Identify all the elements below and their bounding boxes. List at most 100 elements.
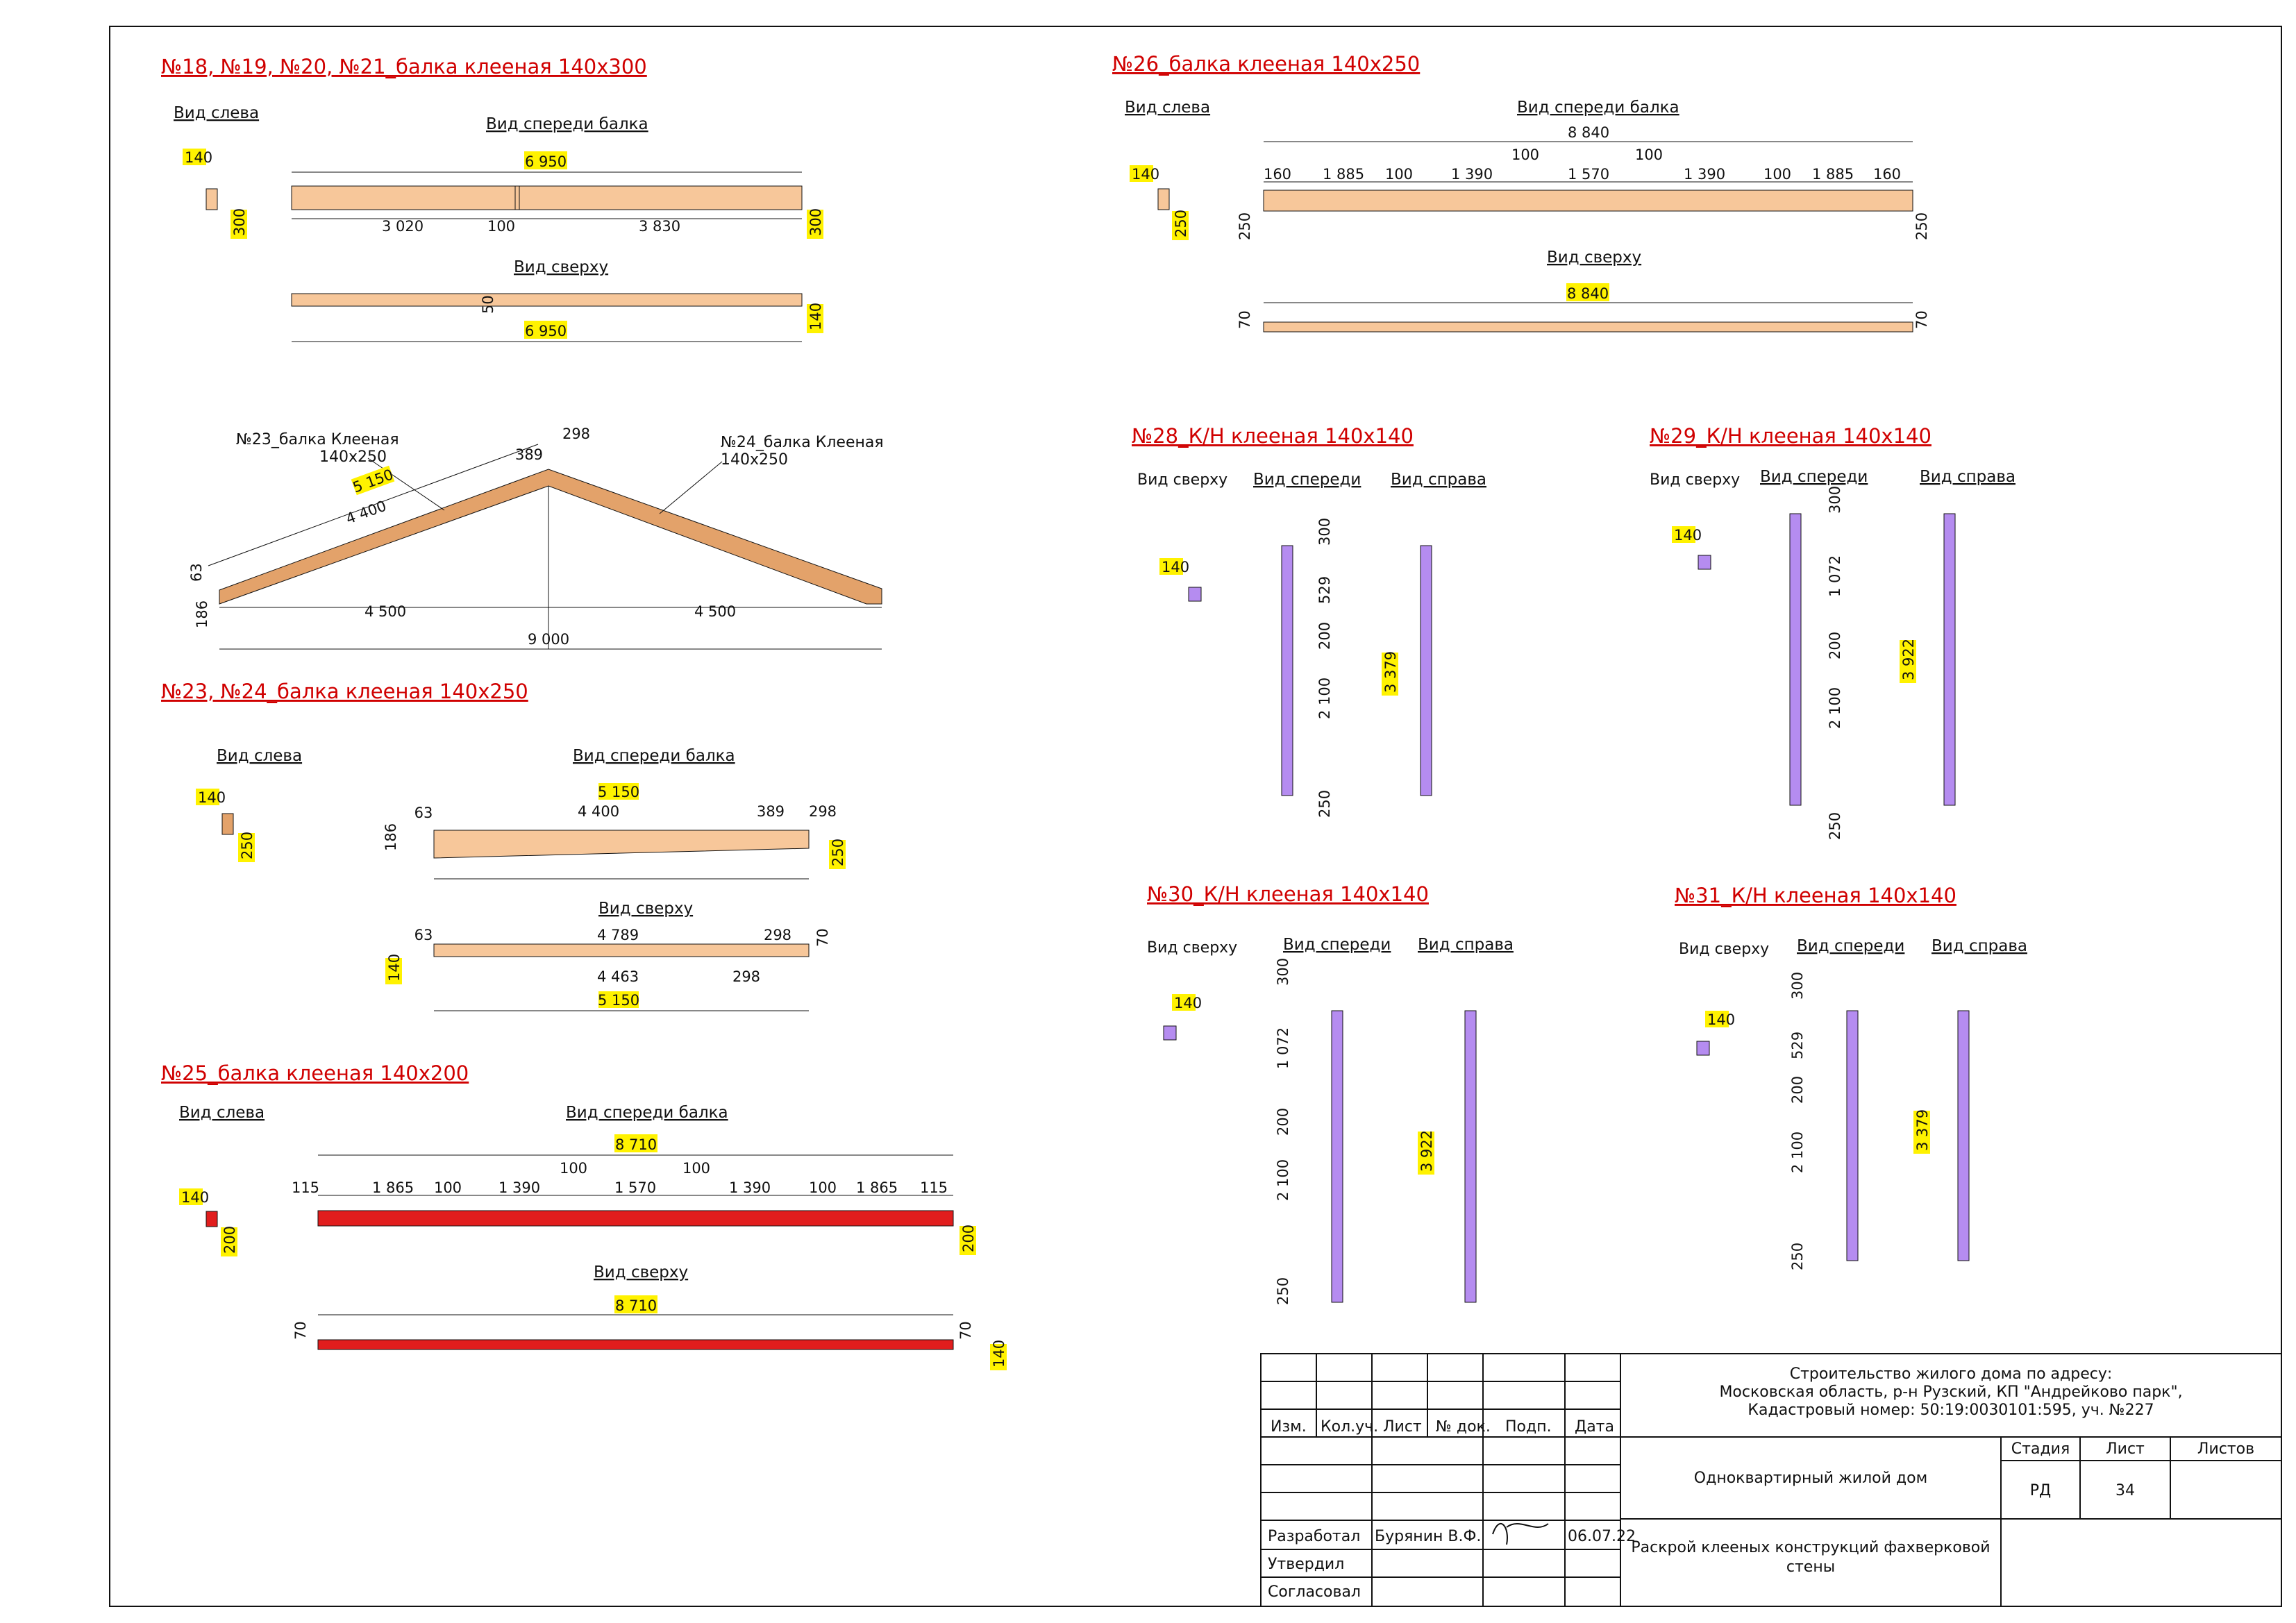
b26-100-b: 100 xyxy=(1511,146,1539,163)
b23-h-right: 250 xyxy=(830,839,846,866)
view-label-front-b23: Вид спереди балка xyxy=(573,747,735,765)
c31-w: 140 xyxy=(1707,1011,1735,1028)
c28-300: 300 xyxy=(1316,518,1333,546)
tb-sheet-h: Лист xyxy=(2106,1440,2145,1458)
truss-4400: 4 400 xyxy=(344,498,389,528)
c30-1072: 1 072 xyxy=(1275,1027,1291,1069)
truss-label-l2: 140х250 xyxy=(319,448,387,466)
b23-w-top: 140 xyxy=(386,954,403,982)
tb-object: Одноквартирный жилой дом xyxy=(1694,1470,1927,1487)
c29-w: 140 xyxy=(1674,527,1702,544)
b25-115-r: 115 xyxy=(920,1179,948,1196)
tb-developed: Разработал xyxy=(1268,1528,1360,1545)
view-label-top-b23: Вид сверху xyxy=(598,900,693,918)
c31-529: 529 xyxy=(1789,1032,1806,1059)
b25-100-b: 100 xyxy=(560,1160,587,1177)
b26-w-left: 140 xyxy=(1132,166,1159,183)
b23-4400: 4 400 xyxy=(578,803,619,820)
c28-right xyxy=(1420,545,1432,796)
title-col-29: №29_К/Н клееная 140х140 xyxy=(1650,424,1932,448)
truss-label-l1: №23_балка Клееная xyxy=(236,431,399,448)
b23-4463: 4 463 xyxy=(597,968,639,985)
view-label-top-c28: Вид сверху xyxy=(1137,471,1227,489)
view-label-top-b26: Вид сверху xyxy=(1547,249,1641,267)
c30-front xyxy=(1331,1010,1343,1303)
view-label-top-c29: Вид сверху xyxy=(1650,471,1740,489)
c29-section xyxy=(1698,555,1711,570)
c28-w: 140 xyxy=(1162,559,1189,575)
view-label-left-b25: Вид слева xyxy=(179,1104,265,1122)
b23-298: 298 xyxy=(809,803,837,820)
view-label-front-c31: Вид спереди xyxy=(1797,937,1904,955)
b23-w-left: 140 xyxy=(198,789,226,806)
truss-63: 63 xyxy=(188,563,205,582)
c31-height: 3 379 xyxy=(1914,1109,1931,1151)
c30-section xyxy=(1163,1025,1177,1041)
c30-2100: 2 100 xyxy=(1275,1159,1291,1201)
b23-top xyxy=(433,943,810,957)
b26-1390-l: 1 390 xyxy=(1451,166,1493,183)
b26-len: 8 840 xyxy=(1568,124,1609,141)
b23-389: 389 xyxy=(757,803,785,820)
b23-section xyxy=(221,813,234,835)
tb-col-izm: Изм. xyxy=(1271,1418,1307,1436)
title-col-28: №28_К/Н клееная 140х140 xyxy=(1132,424,1414,448)
view-label-top-b25: Вид сверху xyxy=(594,1263,688,1281)
b26-100-c: 100 xyxy=(1635,146,1663,163)
b23-298-top: 298 xyxy=(764,927,791,943)
c31-section xyxy=(1696,1041,1710,1056)
b25-100-d: 100 xyxy=(809,1179,837,1196)
c31-front xyxy=(1846,1010,1859,1261)
b23-298-bot: 298 xyxy=(732,968,760,985)
b25-115-l: 115 xyxy=(292,1179,319,1196)
tb-address-2: Московская область, р-н Рузский, КП "Анд… xyxy=(1719,1384,2182,1401)
c30-right xyxy=(1464,1010,1477,1303)
c28-section xyxy=(1188,587,1202,602)
truss-label-r1: №24_балка Клееная xyxy=(721,434,884,451)
c29-front xyxy=(1789,513,1802,806)
column-30: №30_К/Н клееная 140х140 Вид сверху Вид с… xyxy=(1147,882,1514,1305)
view-label-front-c28: Вид спереди xyxy=(1253,471,1361,489)
c31-300: 300 xyxy=(1789,972,1806,1000)
c31-2100: 2 100 xyxy=(1789,1132,1806,1173)
b26-h-left: 250 xyxy=(1173,210,1189,237)
truss-half-l: 4 500 xyxy=(364,603,406,620)
b25-1390-l: 1 390 xyxy=(498,1179,540,1196)
b18-h-left: 300 xyxy=(231,208,248,236)
b26-section xyxy=(1157,188,1170,210)
tb-stage: РД xyxy=(2030,1482,2051,1499)
b18-w-left: 140 xyxy=(185,149,212,166)
c31-250: 250 xyxy=(1789,1243,1806,1270)
truss-389: 389 xyxy=(515,446,543,463)
view-label-top-b18: Вид сверху xyxy=(514,258,608,276)
b25-front xyxy=(317,1210,954,1227)
title-beam-25: №25_балка клееная 140х200 xyxy=(161,1061,469,1085)
b18-b: 100 xyxy=(487,218,515,235)
c30-height: 3 922 xyxy=(1418,1130,1435,1172)
view-label-left-b23: Вид слева xyxy=(217,747,302,765)
b25-100-c: 100 xyxy=(682,1160,710,1177)
truss-186: 186 xyxy=(194,600,210,628)
view-label-front-b26: Вид спереди балка xyxy=(1517,99,1679,117)
b25-1570: 1 570 xyxy=(614,1179,656,1196)
sheet-frame xyxy=(109,26,2282,1607)
b18-top xyxy=(291,293,803,307)
b26-1885-l: 1 885 xyxy=(1323,166,1364,183)
column-28: №28_К/Н клееная 140х140 Вид сверху Вид с… xyxy=(1132,424,1486,818)
tb-address-3: Кадастровый номер: 50:19:0030101:595, уч… xyxy=(1748,1402,2154,1419)
truss-shape xyxy=(219,469,882,605)
view-label-front-c30: Вид спереди xyxy=(1283,936,1391,954)
b25-70-r: 70 xyxy=(957,1321,974,1340)
b18-len: 6 950 xyxy=(525,153,567,170)
b18-c: 3 830 xyxy=(639,218,680,235)
b25-70-l: 70 xyxy=(292,1321,309,1340)
column-31: №31_К/Н клееная 140х140 Вид сверху Вид с… xyxy=(1675,884,2027,1270)
b25-100-a: 100 xyxy=(434,1179,462,1196)
b26-top xyxy=(1263,321,1913,333)
tb-approved: Утвердил xyxy=(1268,1556,1344,1573)
b23-70: 70 xyxy=(814,928,831,947)
truss-5150: 5 150 xyxy=(351,466,396,496)
tb-sheets-h: Листов xyxy=(2197,1440,2254,1458)
c28-529: 529 xyxy=(1316,576,1333,604)
